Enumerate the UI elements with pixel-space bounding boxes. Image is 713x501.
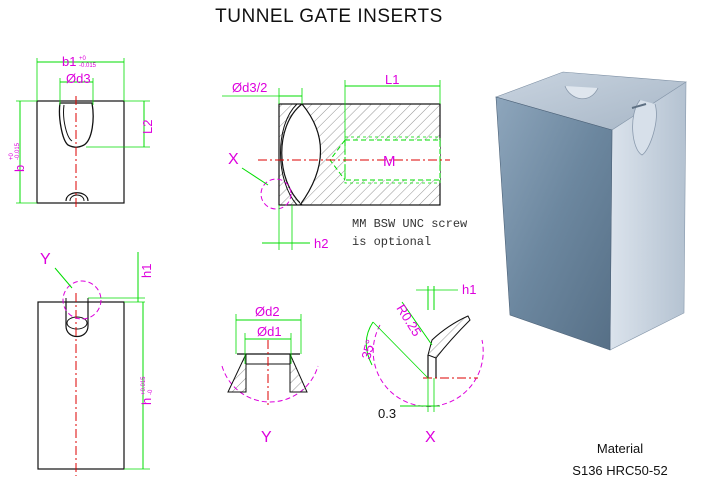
gap-label: 0.3 [378,406,396,421]
d3-label: Ød3 [66,71,91,86]
material-note: Material S136 HRC50-52 [560,438,680,482]
note-line-1: MM BSW UNC screw [352,217,468,231]
detail-x: h1 R0.25 35° 0.3 X [358,282,484,446]
h1-label: h1 [139,264,154,278]
detail-circle-x [260,178,292,210]
r025-label: R0.25 [393,302,424,339]
b-tol-upper: +0 [9,152,15,160]
detail-y-label: Y [261,429,272,446]
view-y-label: Y [40,251,51,268]
b1-label: b1 [62,54,76,69]
angle-label: 35° [358,338,378,361]
detail-x-label: X [425,429,436,446]
b-tol-lower: -0.015 [15,142,21,160]
h-tol-lower: -0 [148,389,154,395]
h-tol-upper: +0.015 [141,376,147,395]
l1-label: L1 [385,72,399,87]
drawing-title: TUNNEL GATE INSERTS [215,6,443,27]
detail-y: Ød2 Ød1 Y [221,304,319,446]
m-label: M [383,153,396,170]
l2-label: L2 [140,120,155,134]
gate-arc [281,103,303,206]
insert-3d-render [495,71,687,351]
material-spec: S136 HRC50-52 [572,463,668,478]
h-label: h [139,398,154,405]
d3-half-label: Ød3/2 [232,80,267,95]
detail-circle-y [62,280,102,320]
d2-label: Ød2 [255,304,280,319]
b1-tol-upper: +0 [79,56,87,62]
front-view: Y h1 h +0.015 -0 [37,251,154,476]
section-view: M X Ød3/2 L1 h2 MM BSW UNC screw is opti… [222,72,468,251]
view-x-label: X [228,151,239,168]
note-line-2: is optional [352,235,431,249]
gate-channel [65,302,89,338]
gate-pocket-outline [58,102,94,148]
h2-label: h2 [314,236,328,251]
b1-tol-lower: -0.015 [79,63,97,69]
top-view: b1 +0 -0.015 Ød3 b +0 -0.015 L2 [9,54,155,210]
h1-detail-label: h1 [462,282,476,297]
d1-label: Ød1 [257,324,282,339]
b-label: b [12,165,27,172]
material-label: Material [596,441,644,456]
